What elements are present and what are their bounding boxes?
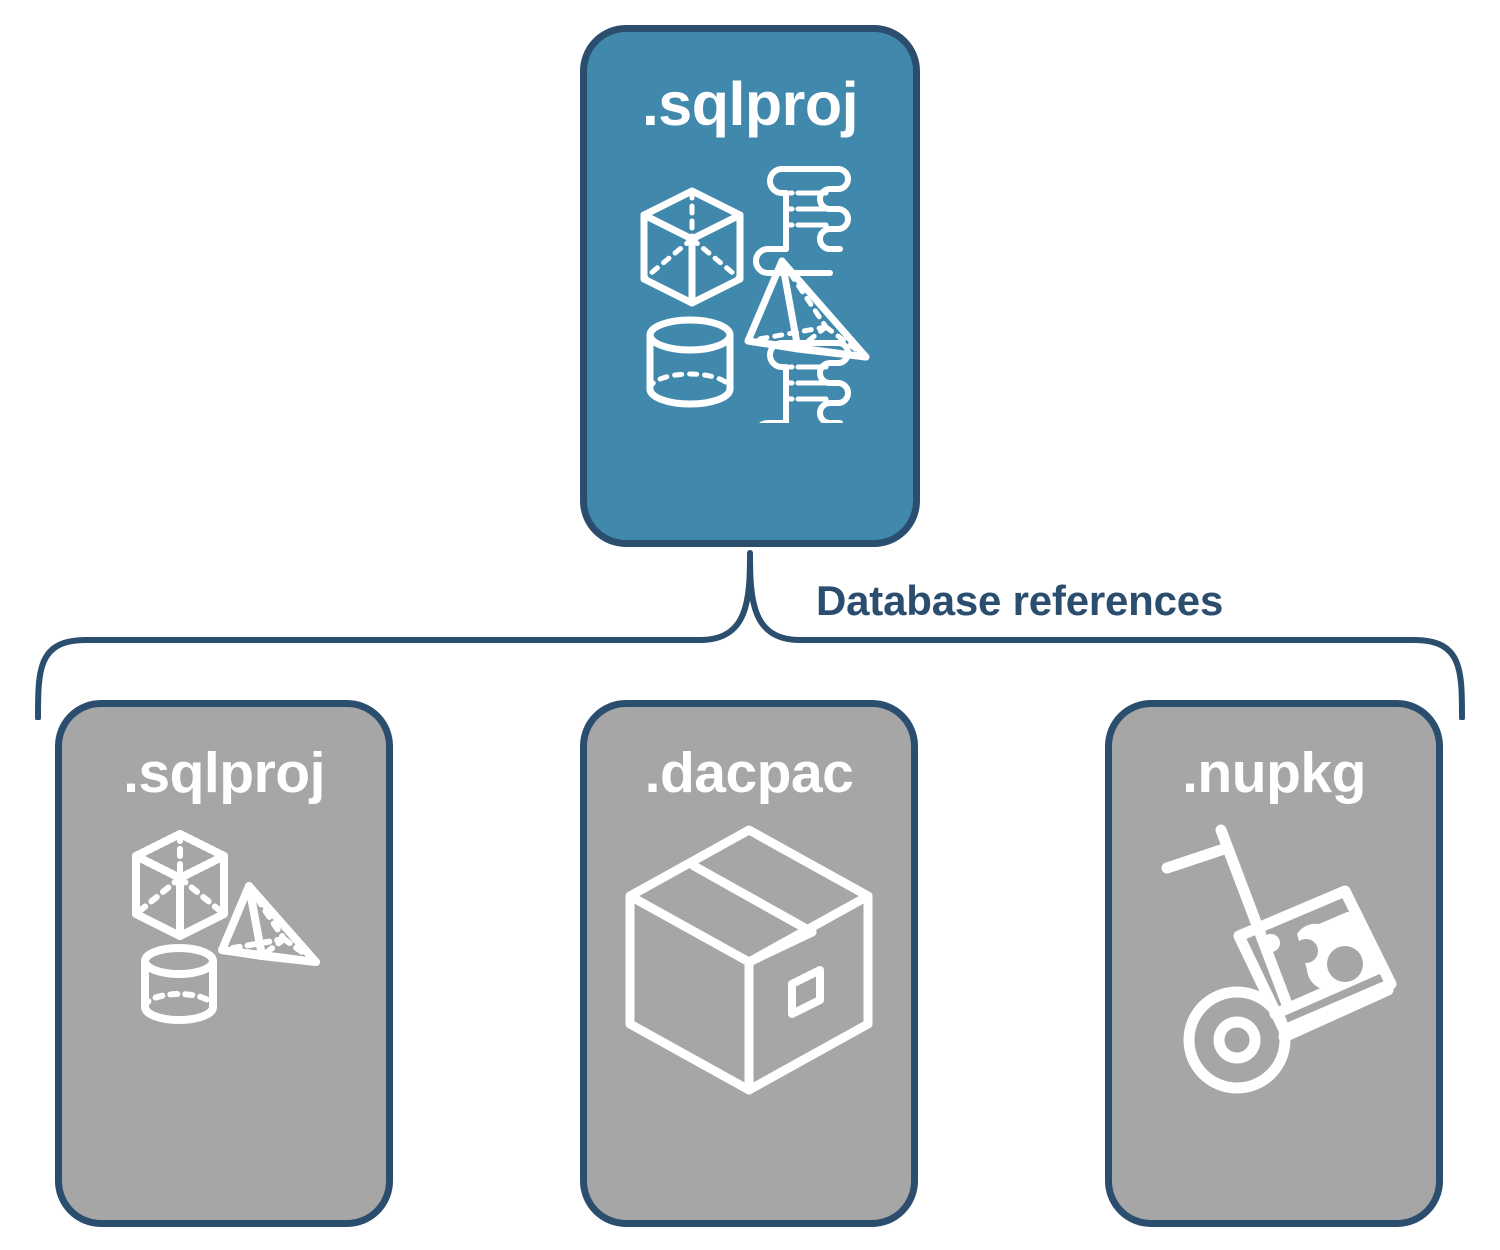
card-ref-dacpac[interactable]: .dacpac — [580, 700, 918, 1227]
box-top-left-face — [625, 891, 873, 967]
card-ref-sqlproj-title: .sqlproj — [123, 741, 325, 805]
dolly-wheel-hub — [1213, 1016, 1261, 1064]
card-root-title: .sqlproj — [641, 70, 859, 138]
database-objects-icon — [640, 166, 870, 423]
cylinder-icon — [141, 944, 217, 1024]
crate-outline — [1233, 885, 1397, 1036]
dolly-handle — [1161, 843, 1230, 874]
crate-logo-cutouts — [1294, 939, 1363, 982]
brace-path — [35, 550, 1465, 720]
box-flap — [689, 861, 817, 937]
card-ref-dacpac-title: .dacpac — [644, 741, 854, 805]
brace-label: Database references — [816, 577, 1224, 624]
cylinder-icon — [646, 316, 734, 408]
card-ref-sqlproj[interactable]: .sqlproj — [55, 700, 393, 1227]
database-references-brace — [35, 550, 1465, 720]
card-ref-nupkg[interactable]: .nupkg — [1105, 700, 1443, 1227]
pyramid-icon — [218, 882, 320, 966]
scroll-icon — [753, 166, 851, 276]
database-objects-icon — [132, 830, 320, 1024]
hand-truck-icon — [1161, 824, 1397, 1094]
dolly-wheel-outer — [1183, 986, 1291, 1094]
package-box-icon — [625, 825, 873, 1095]
card-ref-nupkg-title: .nupkg — [1182, 741, 1366, 805]
dolly-shaft — [1215, 824, 1294, 1013]
cube-icon — [640, 187, 744, 307]
box-label-icon — [788, 966, 824, 1018]
scroll-icon — [759, 340, 851, 423]
card-root-sqlproj[interactable]: .sqlproj — [580, 25, 920, 547]
cube-icon — [132, 830, 228, 940]
box-flap-2 — [744, 927, 817, 967]
